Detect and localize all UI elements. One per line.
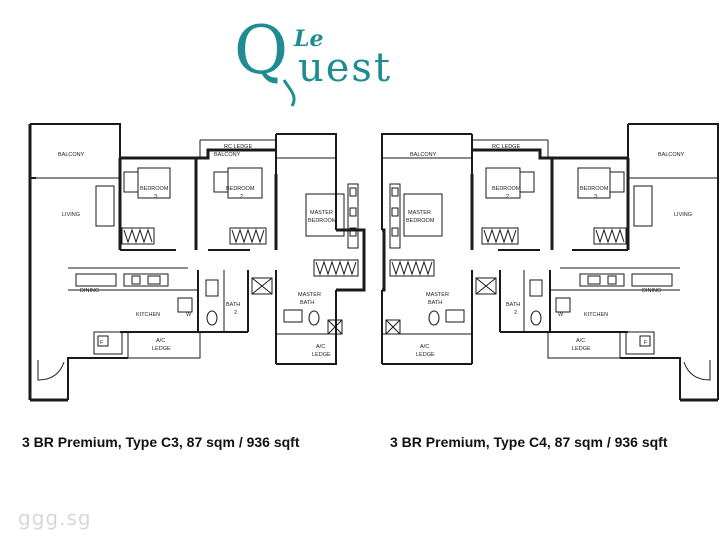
floor-plan-c4-drawing: BALCONY BALCONY RC LEDGE BEDROOM 3 BEDRO… [381, 123, 719, 402]
logo-q-letter: Q [234, 12, 289, 89]
c4-ac-ledge-left-label-1: A/C [420, 344, 429, 350]
c3-bath-num: 2 [234, 310, 237, 316]
c4-bedroom3-label: BEDROOM [580, 186, 609, 192]
c4-f-label: F [644, 340, 648, 346]
c4-bedroom2-label: BEDROOM [492, 186, 521, 192]
c3-ac-ledge-left-label-1: A/C [156, 338, 165, 344]
logo-le-text: Le [294, 26, 324, 52]
c3-ac-ledge-right-label-1: A/C [316, 344, 325, 350]
c3-balcony-left-label: BALCONY [58, 152, 85, 158]
c3-bedroom2-num: 2 [240, 194, 243, 200]
c4-master-bedroom-label-1: MASTER [408, 210, 431, 216]
floor-plan-c3: BALCONY BALCONY RC LEDGE BEDROOM 3 BEDRO… [28, 110, 368, 410]
c4-w-label: W [558, 312, 564, 318]
c4-ac-ledge-right-label-2: LEDGE [572, 346, 591, 352]
c3-balcony-right-label: BALCONY [214, 152, 241, 158]
c4-dining-label: DINING [642, 288, 661, 294]
floor-plan-c3-drawing: BALCONY BALCONY RC LEDGE BEDROOM 3 BEDRO… [28, 123, 366, 402]
c4-bedroom3-num: 3 [594, 194, 597, 200]
c4-master-bath-label-1: MASTER [426, 292, 449, 298]
floor-plan-c4: BALCONY BALCONY RC LEDGE BEDROOM 3 BEDRO… [380, 110, 720, 410]
logo-uest-text: uest [298, 45, 393, 91]
c3-ac-ledge-right-label-2: LEDGE [312, 352, 331, 358]
c4-ac-ledge-left-label-2: LEDGE [416, 352, 435, 358]
logo-leaf-icon [282, 79, 296, 107]
c3-kitchen-label: KITCHEN [136, 312, 160, 318]
c3-w-label: W [186, 312, 192, 318]
c4-bath-num: 2 [514, 310, 517, 316]
c3-master-bath-label-2: BATH [300, 300, 314, 306]
c3-dining-label: DINING [80, 288, 99, 294]
le-quest-logo: Q Le uest [232, 18, 432, 108]
c3-bedroom3-num: 3 [154, 194, 157, 200]
c3-master-bedroom-label-1: MASTER [310, 210, 333, 216]
c4-bath-label: BATH [506, 302, 520, 308]
c4-balcony-left-label: BALCONY [410, 152, 437, 158]
c3-ac-ledge-left-label-2: LEDGE [152, 346, 171, 352]
c3-living-label: LIVING [62, 212, 80, 218]
watermark: ggg.sg [18, 506, 92, 530]
c4-master-bath-label-2: BATH [428, 300, 442, 306]
caption-type-c4: 3 BR Premium, Type C4, 87 sqm / 936 sqft [390, 434, 668, 450]
c4-kitchen-label: KITCHEN [584, 312, 608, 318]
c4-master-bedroom-label-2: BEDROOM [406, 218, 435, 224]
c3-master-bedroom-label-2: BEDROOM [308, 218, 337, 224]
c3-master-bath-label-1: MASTER [298, 292, 321, 298]
c4-bedroom2-num: 2 [506, 194, 509, 200]
c3-f-label: F [100, 340, 104, 346]
caption-type-c3: 3 BR Premium, Type C3, 87 sqm / 936 sqft [22, 434, 300, 450]
c4-ac-ledge-right-label-1: A/C [576, 338, 585, 344]
c4-balcony-right-label: BALCONY [658, 152, 685, 158]
c4-living-label: LIVING [674, 212, 692, 218]
c3-bath-label: BATH [226, 302, 240, 308]
c4-rc-ledge-label: RC LEDGE [492, 144, 520, 150]
c3-bedroom2-label: BEDROOM [226, 186, 255, 192]
c3-bedroom3-label: BEDROOM [140, 186, 169, 192]
c3-rc-ledge-label: RC LEDGE [224, 144, 252, 150]
